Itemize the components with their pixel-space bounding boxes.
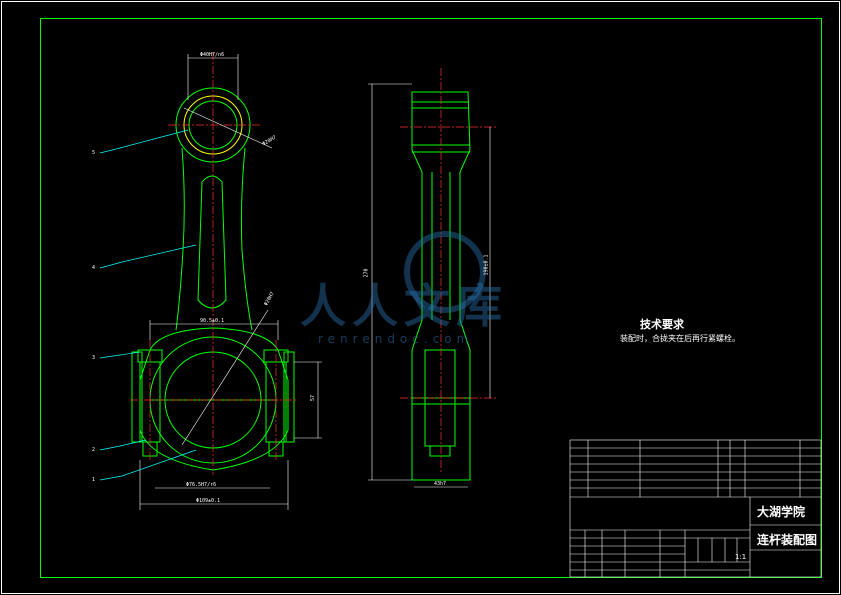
school-name: 大湖学院 bbox=[757, 505, 806, 519]
part-number-5: 5 bbox=[92, 150, 96, 156]
watermark-logo bbox=[404, 231, 486, 313]
tech-requirements-line: 装配时，合拢夹在后再行紧螺栓。 bbox=[620, 334, 740, 343]
dim-side-width: 43h7 bbox=[434, 481, 447, 487]
watermark-text: 人人文库 bbox=[300, 279, 508, 333]
right-cap-block bbox=[283, 351, 295, 443]
part-number-3: 3 bbox=[92, 355, 96, 361]
drawing-name: 连杆装配图 bbox=[757, 533, 818, 547]
rod-left-edge bbox=[175, 147, 185, 331]
part-number-2: 2 bbox=[92, 447, 96, 453]
watermark-url: renrendoc.com bbox=[318, 332, 474, 346]
title-block bbox=[569, 439, 822, 578]
dim-big-end-width: 90.5±0.1 bbox=[200, 318, 225, 324]
part-leaders bbox=[99, 129, 197, 481]
dim-right-height: 57 bbox=[310, 394, 317, 402]
tech-requirements-title: 技术要求 bbox=[640, 318, 684, 331]
part-number-4: 4 bbox=[92, 265, 96, 271]
front-center-lines bbox=[130, 52, 298, 475]
drawing-frame bbox=[40, 18, 822, 578]
rod-groove bbox=[197, 175, 227, 309]
dim-top-bore: Φ40H7/n6 bbox=[200, 52, 225, 58]
part-number-1: 1 bbox=[92, 477, 96, 483]
rod-right-edge bbox=[240, 147, 253, 331]
side-outline bbox=[411, 91, 471, 481]
front-dimensions bbox=[139, 54, 322, 510]
dim-total-length: 270 bbox=[363, 268, 370, 278]
drawing-scale: 1:1 bbox=[735, 553, 747, 561]
dim-big-end-fit: Φ76.5H7/r6 bbox=[186, 482, 217, 488]
side-dimensions bbox=[368, 83, 491, 488]
big-end-outline bbox=[139, 327, 289, 471]
dim-bottom-width: Φ109±0.1 bbox=[196, 498, 221, 504]
dim-center-distance: 190±0.1 bbox=[483, 254, 490, 276]
side-center-lines bbox=[400, 68, 498, 472]
